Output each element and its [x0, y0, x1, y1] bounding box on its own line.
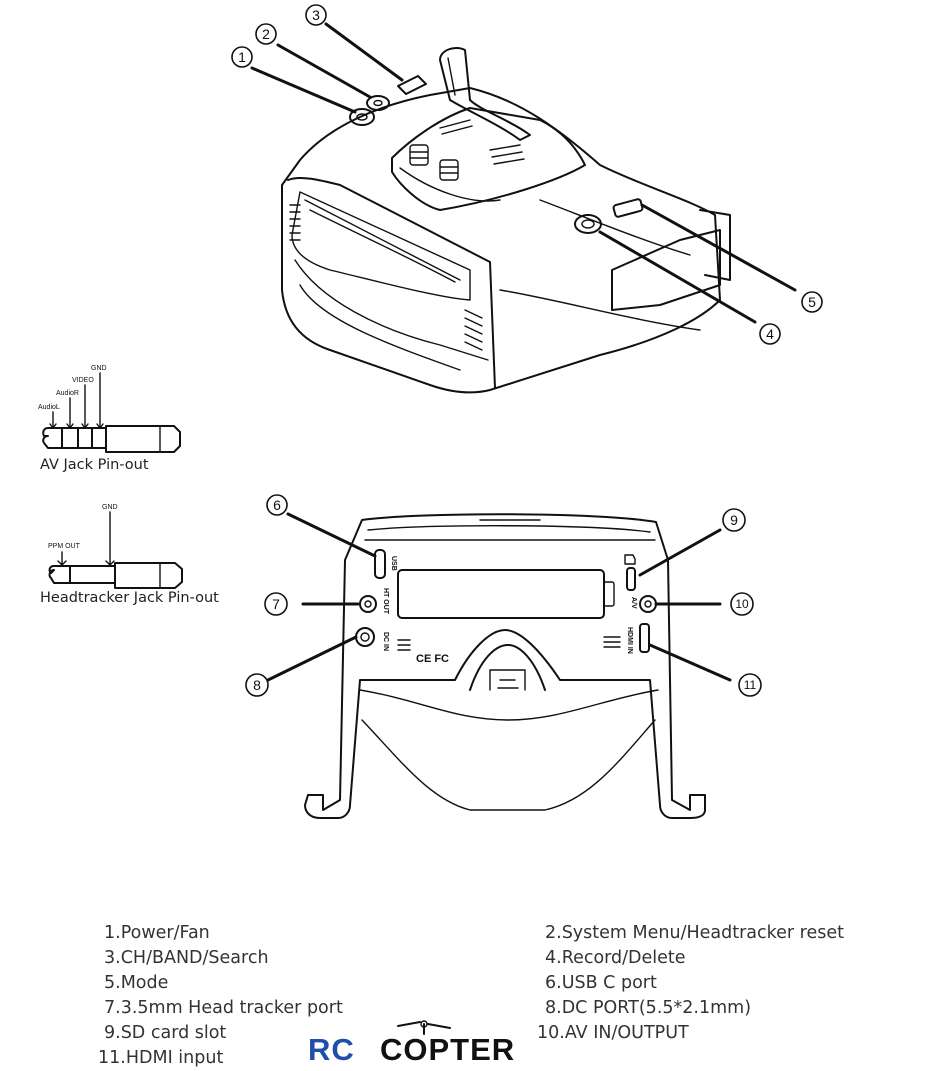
port-usb-c: USB: [374, 549, 397, 579]
callout-8: 8: [245, 673, 269, 697]
svg-text:4: 4: [766, 326, 774, 342]
legend-item-1: 1.Power/Fan: [104, 923, 210, 943]
goggles-bottom-view: USB HT OUT DC IN CE FC A/V HDMI IN: [304, 513, 706, 819]
legend-item-2: 2.System Menu/Headtracker reset: [545, 923, 844, 943]
logo-copter-text: COPTER: [380, 1032, 516, 1067]
button-power: [349, 108, 375, 126]
leader-9: [638, 528, 722, 577]
leader-3: [324, 22, 404, 82]
callout-9: 9: [722, 508, 746, 532]
legend-item-7: 7.3.5mm Head tracker port: [104, 998, 343, 1018]
port-usb-label: USB: [390, 556, 397, 571]
leader-5: [640, 203, 797, 292]
legend-item-11: 11.HDMI input: [98, 1048, 224, 1068]
callout-1: 1: [231, 46, 253, 68]
svg-text:11: 11: [744, 678, 757, 692]
av-jack-diagram: GND VIDEO AudioR AudioL AV Jack Pin-out: [38, 365, 181, 473]
callout-10: 10: [730, 592, 754, 616]
legend-item-5: 5.Mode: [104, 973, 169, 993]
vent-right: [464, 309, 483, 351]
legend-right-column: 2.System Menu/Headtracker reset 4.Record…: [537, 921, 844, 1046]
av-jack-title: AV Jack Pin-out: [40, 457, 149, 473]
legend-item-10: 10.AV IN/OUTPUT: [537, 1023, 689, 1043]
legend-item-8: 8.DC PORT(5.5*2.1mm): [545, 998, 752, 1018]
port-ht-out-label: HT OUT: [382, 588, 389, 615]
av-pin-video: VIDEO: [72, 377, 94, 384]
svg-text:6: 6: [273, 497, 281, 513]
av-pin-audior: AudioR: [56, 390, 79, 397]
svg-text:5: 5: [808, 294, 816, 310]
ce-fc-mark: CE FC: [416, 653, 449, 665]
port-sd-slot: [624, 554, 636, 591]
svg-text:7: 7: [272, 596, 280, 612]
av-pin-audiol: AudioL: [38, 404, 60, 411]
svg-text:2: 2: [262, 26, 270, 42]
leader-4: [598, 230, 757, 324]
ht-jack-title: Headtracker Jack Pin-out: [40, 590, 219, 606]
logo-drone-icon: [397, 1020, 451, 1035]
legend-item-4: 4.Record/Delete: [545, 948, 686, 968]
leader-11: [648, 643, 732, 682]
port-hdmi: HDMI IN: [626, 623, 650, 654]
battery-compartment: [397, 569, 615, 619]
port-av: A/V: [630, 595, 657, 613]
ht-pin-ppm: PPM OUT: [48, 543, 81, 550]
vent-left: [289, 204, 301, 241]
callout-7: 7: [264, 592, 288, 616]
legend-item-6: 6.USB C port: [545, 973, 657, 993]
svg-text:10: 10: [735, 597, 749, 611]
port-dc-in: DC IN: [355, 627, 389, 651]
callout-11: 11: [738, 673, 762, 697]
callout-5: 5: [801, 291, 823, 313]
button-record: [574, 214, 602, 234]
leader-2: [276, 43, 372, 99]
port-hdmi-label: HDMI IN: [626, 627, 633, 654]
callout-4: 4: [759, 323, 781, 345]
ht-jack-diagram: GND PPM OUT Headtracker Jack Pin-out: [40, 504, 219, 606]
leader-8: [266, 635, 358, 682]
av-pin-gnd: GND: [91, 365, 107, 372]
svg-text:8: 8: [253, 677, 261, 693]
legend-left-column: 1.Power/Fan 3.CH/BAND/Search 5.Mode 7.3.…: [98, 921, 343, 1071]
svg-text:3: 3: [312, 7, 320, 23]
button-mode: [612, 198, 644, 218]
button-ch-band: [397, 75, 427, 95]
leader-1: [250, 66, 357, 114]
callout-2: 2: [255, 23, 277, 45]
ht-pin-gnd: GND: [102, 504, 118, 511]
logo-rc-text: RC: [308, 1032, 355, 1067]
port-av-label: A/V: [630, 597, 637, 609]
antenna-connectors: [409, 144, 459, 181]
svg-text:9: 9: [730, 512, 738, 528]
port-ht-out: HT OUT: [359, 588, 389, 615]
legend-item-3: 3.CH/BAND/Search: [104, 948, 269, 968]
callout-3: 3: [305, 4, 327, 26]
dots-left: [397, 639, 411, 651]
goggles-top-view: [281, 47, 731, 394]
leader-6: [286, 512, 377, 558]
dots-right: [603, 636, 621, 648]
port-dc-in-label: DC IN: [382, 632, 389, 651]
callout-6: 6: [266, 494, 288, 516]
svg-text:1: 1: [238, 49, 246, 65]
legend-item-9: 9.SD card slot: [104, 1023, 227, 1043]
button-menu: [366, 95, 390, 111]
